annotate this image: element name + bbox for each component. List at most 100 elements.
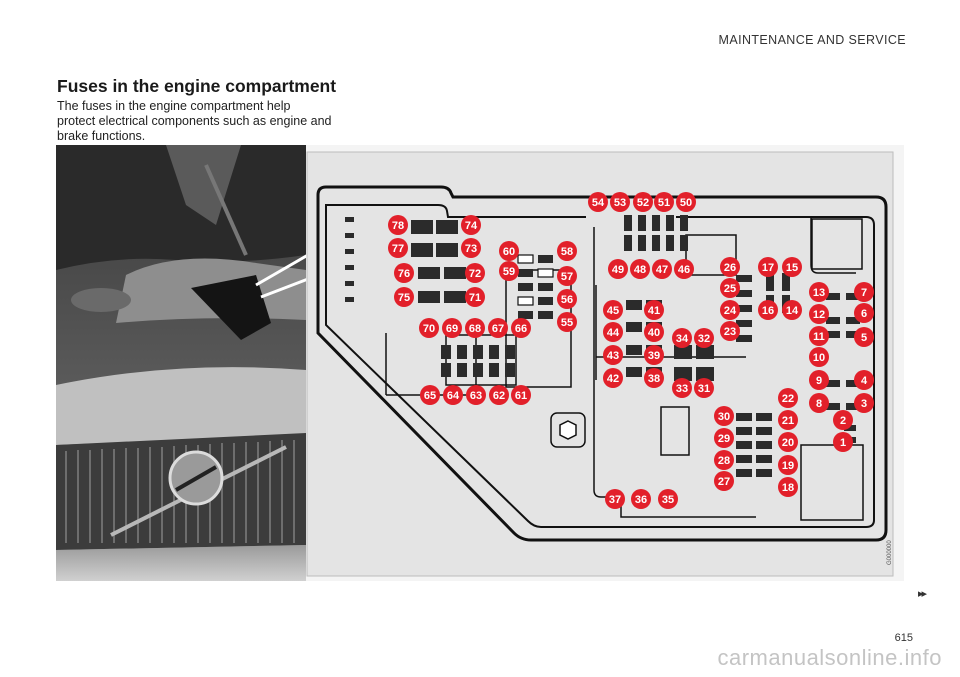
fuse-callout-3 bbox=[854, 393, 874, 413]
fuse-callout-61 bbox=[511, 385, 531, 405]
fuse-callout-14 bbox=[782, 300, 802, 320]
fuse-label-51: 51 bbox=[658, 197, 670, 209]
fuse-callout-13 bbox=[809, 282, 829, 302]
fuse-callout-77 bbox=[388, 238, 408, 258]
fuse-callout-25 bbox=[720, 278, 740, 298]
fuse-callout-24 bbox=[720, 300, 740, 320]
fuse-label-14: 14 bbox=[786, 305, 799, 317]
fuse-callout-50 bbox=[676, 192, 696, 212]
fuse-callout-58 bbox=[557, 241, 577, 261]
fuse-label-59: 59 bbox=[503, 266, 515, 278]
fuse-callout-47 bbox=[652, 259, 672, 279]
fuse-label-42: 42 bbox=[607, 373, 619, 385]
fuse-callout-62 bbox=[489, 385, 509, 405]
fuse-callout-54 bbox=[588, 192, 608, 212]
fuse-label-5: 5 bbox=[861, 332, 867, 344]
fuse-label-20: 20 bbox=[782, 437, 794, 449]
fuse-callout-52 bbox=[633, 192, 653, 212]
fuse-callout-40 bbox=[644, 322, 664, 342]
fuse-callout-56 bbox=[557, 289, 577, 309]
fuse-callout-70 bbox=[419, 318, 439, 338]
fuse-label-9: 9 bbox=[816, 375, 822, 387]
fuse-callout-15 bbox=[782, 257, 802, 277]
fuse-callout-57 bbox=[557, 266, 577, 286]
fuse-callouts: 1 2 3 4 5 6 7 8 9 10 11 12 13 14 15 16 1… bbox=[388, 192, 874, 509]
fuse-box-illustration: 1 2 3 4 5 6 7 8 9 10 11 12 13 14 15 16 1… bbox=[56, 145, 904, 581]
fuse-callout-48 bbox=[630, 259, 650, 279]
fuse-callout-11 bbox=[809, 326, 829, 346]
fuse-label-21: 21 bbox=[782, 415, 794, 427]
fuse-label-35: 35 bbox=[662, 494, 674, 506]
fuse-callout-12 bbox=[809, 304, 829, 324]
fuse-callout-30 bbox=[714, 406, 734, 426]
fuse-label-18: 18 bbox=[782, 482, 794, 494]
fuse-label-72: 72 bbox=[469, 268, 481, 280]
fuse-label-75: 75 bbox=[398, 292, 410, 304]
fuse-callout-76 bbox=[394, 263, 414, 283]
fuse-label-2: 2 bbox=[840, 415, 846, 427]
intro-text: The fuses in the engine compartment help… bbox=[57, 99, 332, 143]
fuse-label-46: 46 bbox=[678, 264, 690, 276]
fuse-label-32: 32 bbox=[698, 333, 710, 345]
fuse-label-17: 17 bbox=[762, 262, 774, 274]
fuse-label-49: 49 bbox=[612, 264, 624, 276]
fuse-label-67: 67 bbox=[492, 323, 504, 335]
section-header: MAINTENANCE AND SERVICE bbox=[718, 33, 906, 47]
fuse-label-10: 10 bbox=[813, 352, 825, 364]
fuse-label-24: 24 bbox=[724, 305, 737, 317]
fuse-label-23: 23 bbox=[724, 326, 736, 338]
fuse-label-50: 50 bbox=[680, 197, 692, 209]
fuse-label-45: 45 bbox=[607, 305, 619, 317]
fuse-callout-20 bbox=[778, 432, 798, 452]
fuse-callout-33 bbox=[672, 378, 692, 398]
fuse-label-77: 77 bbox=[392, 243, 404, 255]
fuse-label-1: 1 bbox=[840, 437, 846, 449]
fuse-label-25: 25 bbox=[724, 283, 736, 295]
fuse-callout-23 bbox=[720, 321, 740, 341]
fuse-label-12: 12 bbox=[813, 309, 825, 321]
fuse-callout-72 bbox=[465, 263, 485, 283]
fuse-label-31: 31 bbox=[698, 383, 710, 395]
fuse-label-38: 38 bbox=[648, 373, 660, 385]
fuse-callout-26 bbox=[720, 257, 740, 277]
watermark: carmanualsonline.info bbox=[717, 645, 942, 670]
fuse-callout-4 bbox=[854, 370, 874, 390]
fuse-callout-18 bbox=[778, 477, 798, 497]
fuse-callout-34 bbox=[672, 328, 692, 348]
fuse-callout-41 bbox=[644, 300, 664, 320]
fuse-label-74: 74 bbox=[465, 220, 478, 232]
fuse-label-33: 33 bbox=[676, 383, 688, 395]
page-title: Fuses in the engine compartment bbox=[57, 76, 337, 96]
fuse-slots-empty bbox=[517, 254, 554, 306]
fuse-callout-44 bbox=[603, 322, 623, 342]
fuse-label-19: 19 bbox=[782, 460, 794, 472]
fuse-label-34: 34 bbox=[676, 333, 689, 345]
fuse-label-16: 16 bbox=[762, 305, 774, 317]
fuse-label-3: 3 bbox=[861, 398, 867, 410]
fuse-callout-32 bbox=[694, 328, 714, 348]
fuse-callout-17 bbox=[758, 257, 778, 277]
fuse-label-65: 65 bbox=[424, 390, 436, 402]
fuse-label-47: 47 bbox=[656, 264, 668, 276]
fuse-callout-74 bbox=[461, 215, 481, 235]
fuse-callout-60 bbox=[499, 241, 519, 261]
fuse-label-55: 55 bbox=[561, 317, 573, 329]
fuse-callout-78 bbox=[388, 215, 408, 235]
fuse-callout-1 bbox=[833, 432, 853, 452]
fuse-label-48: 48 bbox=[634, 264, 646, 276]
fuse-callout-10 bbox=[809, 347, 829, 367]
fuse-callout-39 bbox=[644, 345, 664, 365]
fuse-label-29: 29 bbox=[718, 433, 730, 445]
fuse-label-60: 60 bbox=[503, 246, 515, 258]
fuse-label-13: 13 bbox=[813, 287, 825, 299]
fuse-label-15: 15 bbox=[786, 262, 798, 274]
fuse-label-39: 39 bbox=[648, 350, 660, 362]
fuse-callout-22 bbox=[778, 388, 798, 408]
fuse-label-30: 30 bbox=[718, 411, 730, 423]
fuse-callout-35 bbox=[658, 489, 678, 509]
fuse-callout-5 bbox=[854, 327, 874, 347]
fuse-label-22: 22 bbox=[782, 393, 794, 405]
fuse-label-71: 71 bbox=[469, 292, 481, 304]
fuse-callout-51 bbox=[654, 192, 674, 212]
figure-code: G000000 bbox=[887, 540, 893, 565]
